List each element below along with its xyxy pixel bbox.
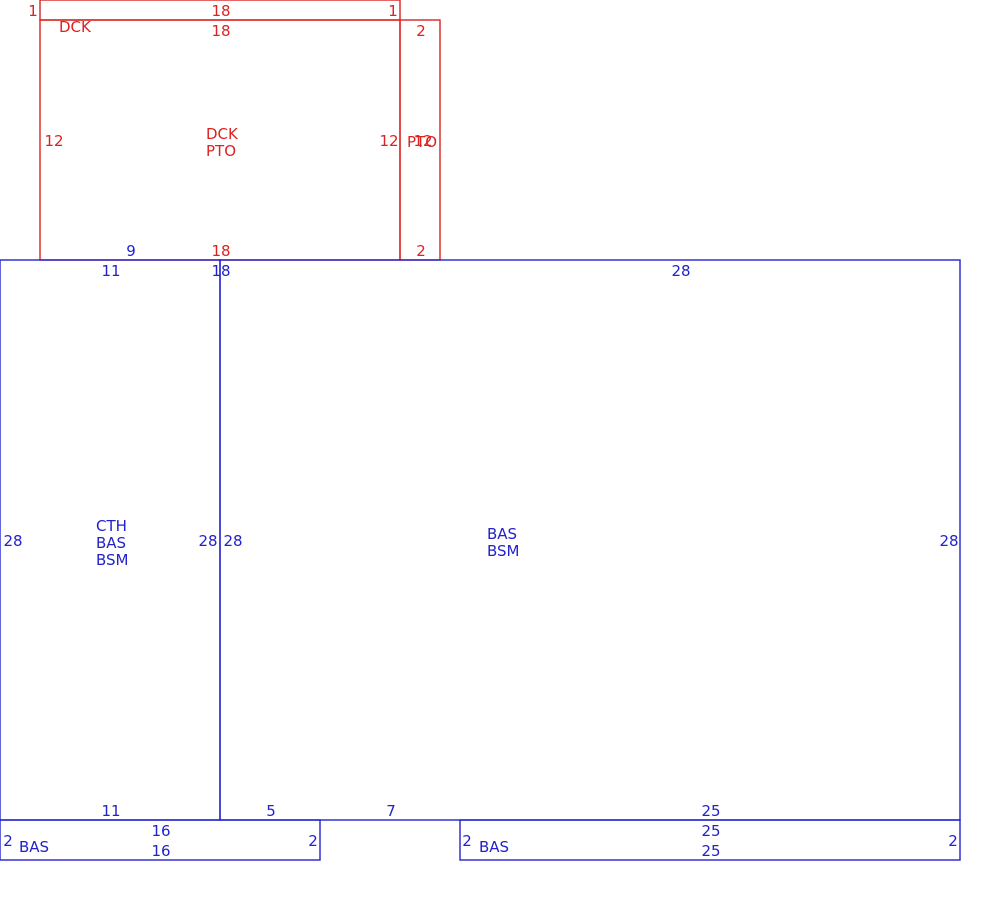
side-strip-label: PTO: [407, 133, 437, 151]
main-block-left-dimension: 28: [223, 532, 242, 550]
left-block: 9 11 28 28 CTH BAS BSM 11: [0, 242, 221, 821]
deck-porch-label-line-1: DCK: [206, 125, 239, 143]
main-block-top-dimension: 28: [671, 262, 690, 280]
main-block-bottom-dimension-a: 5: [266, 802, 276, 820]
side-porch-strip: 2 12 PTO 2: [399, 19, 441, 261]
side-strip-top-dimension: 2: [416, 22, 426, 40]
deck-porch-left-dimension: 12: [44, 132, 63, 150]
main-block-top-left-dimension: 18: [211, 262, 230, 280]
left-block-label-line-1: CTH: [96, 517, 127, 535]
bottom-left-strip-label: BAS: [19, 838, 49, 856]
side-strip-right-dimension: 12: [413, 132, 432, 150]
bottom-left-strip-bottom-dimension: 16: [151, 842, 170, 860]
left-block-label-line-3: BSM: [96, 551, 129, 569]
bottom-right-strip-left-dimension: 2: [462, 832, 472, 850]
main-block-outline: [219, 259, 961, 821]
bottom-right-strip: 2 25 BAS 25 2: [459, 819, 961, 861]
bottom-right-strip-label: BAS: [479, 838, 509, 856]
bottom-right-strip-top-dimension: 25: [701, 822, 720, 840]
bottom-left-strip-top-dimension: 16: [151, 822, 170, 840]
left-block-left-dimension: 28: [3, 532, 22, 550]
deck-strip-top-dimension: 18: [211, 2, 230, 20]
main-block-right-dimension: 28: [939, 532, 958, 550]
deck-strip-left-dimension: 1: [28, 2, 38, 20]
bottom-left-strip-outline: [0, 819, 321, 861]
main-block-bottom-dimension-b: 7: [386, 802, 396, 820]
deck-porch-right-dimension: 12: [379, 132, 398, 150]
deck-porch-bottom-left-dimension: 9: [126, 242, 136, 260]
side-strip-bottom-dimension: 2: [416, 242, 426, 260]
deck-strip-right-dimension: 1: [388, 2, 398, 20]
bottom-right-strip-outline: [459, 819, 961, 861]
bottom-right-strip-right-dimension: 2: [948, 832, 958, 850]
main-block-label-line-2: BSM: [487, 542, 520, 560]
left-block-top-dimension: 11: [101, 262, 120, 280]
deck-porch-label-line-2: PTO: [206, 142, 236, 160]
deck-strip-label: DCK: [59, 18, 92, 36]
bottom-left-strip-left-dimension: 2: [3, 832, 13, 850]
left-block-label-line-2: BAS: [96, 534, 126, 552]
bottom-left-strip: 2 16 BAS 16 2: [0, 819, 321, 861]
deck-porch: 18 12 12 DCK PTO 18: [39, 19, 401, 261]
left-block-right-dimension: 28: [198, 532, 217, 550]
bottom-left-strip-right-dimension: 2: [308, 832, 318, 850]
main-block-label-line-1: BAS: [487, 525, 517, 543]
deck-porch-bottom-dimension: 18: [211, 242, 230, 260]
left-block-bottom-dimension: 11: [101, 802, 120, 820]
main-block: 18 28 28 28 BAS BSM 5 7 25: [211, 259, 961, 821]
bottom-right-strip-bottom-dimension: 25: [701, 842, 720, 860]
main-block-bottom-dimension-c: 25: [701, 802, 720, 820]
deck-porch-top-dimension: 18: [211, 22, 230, 40]
